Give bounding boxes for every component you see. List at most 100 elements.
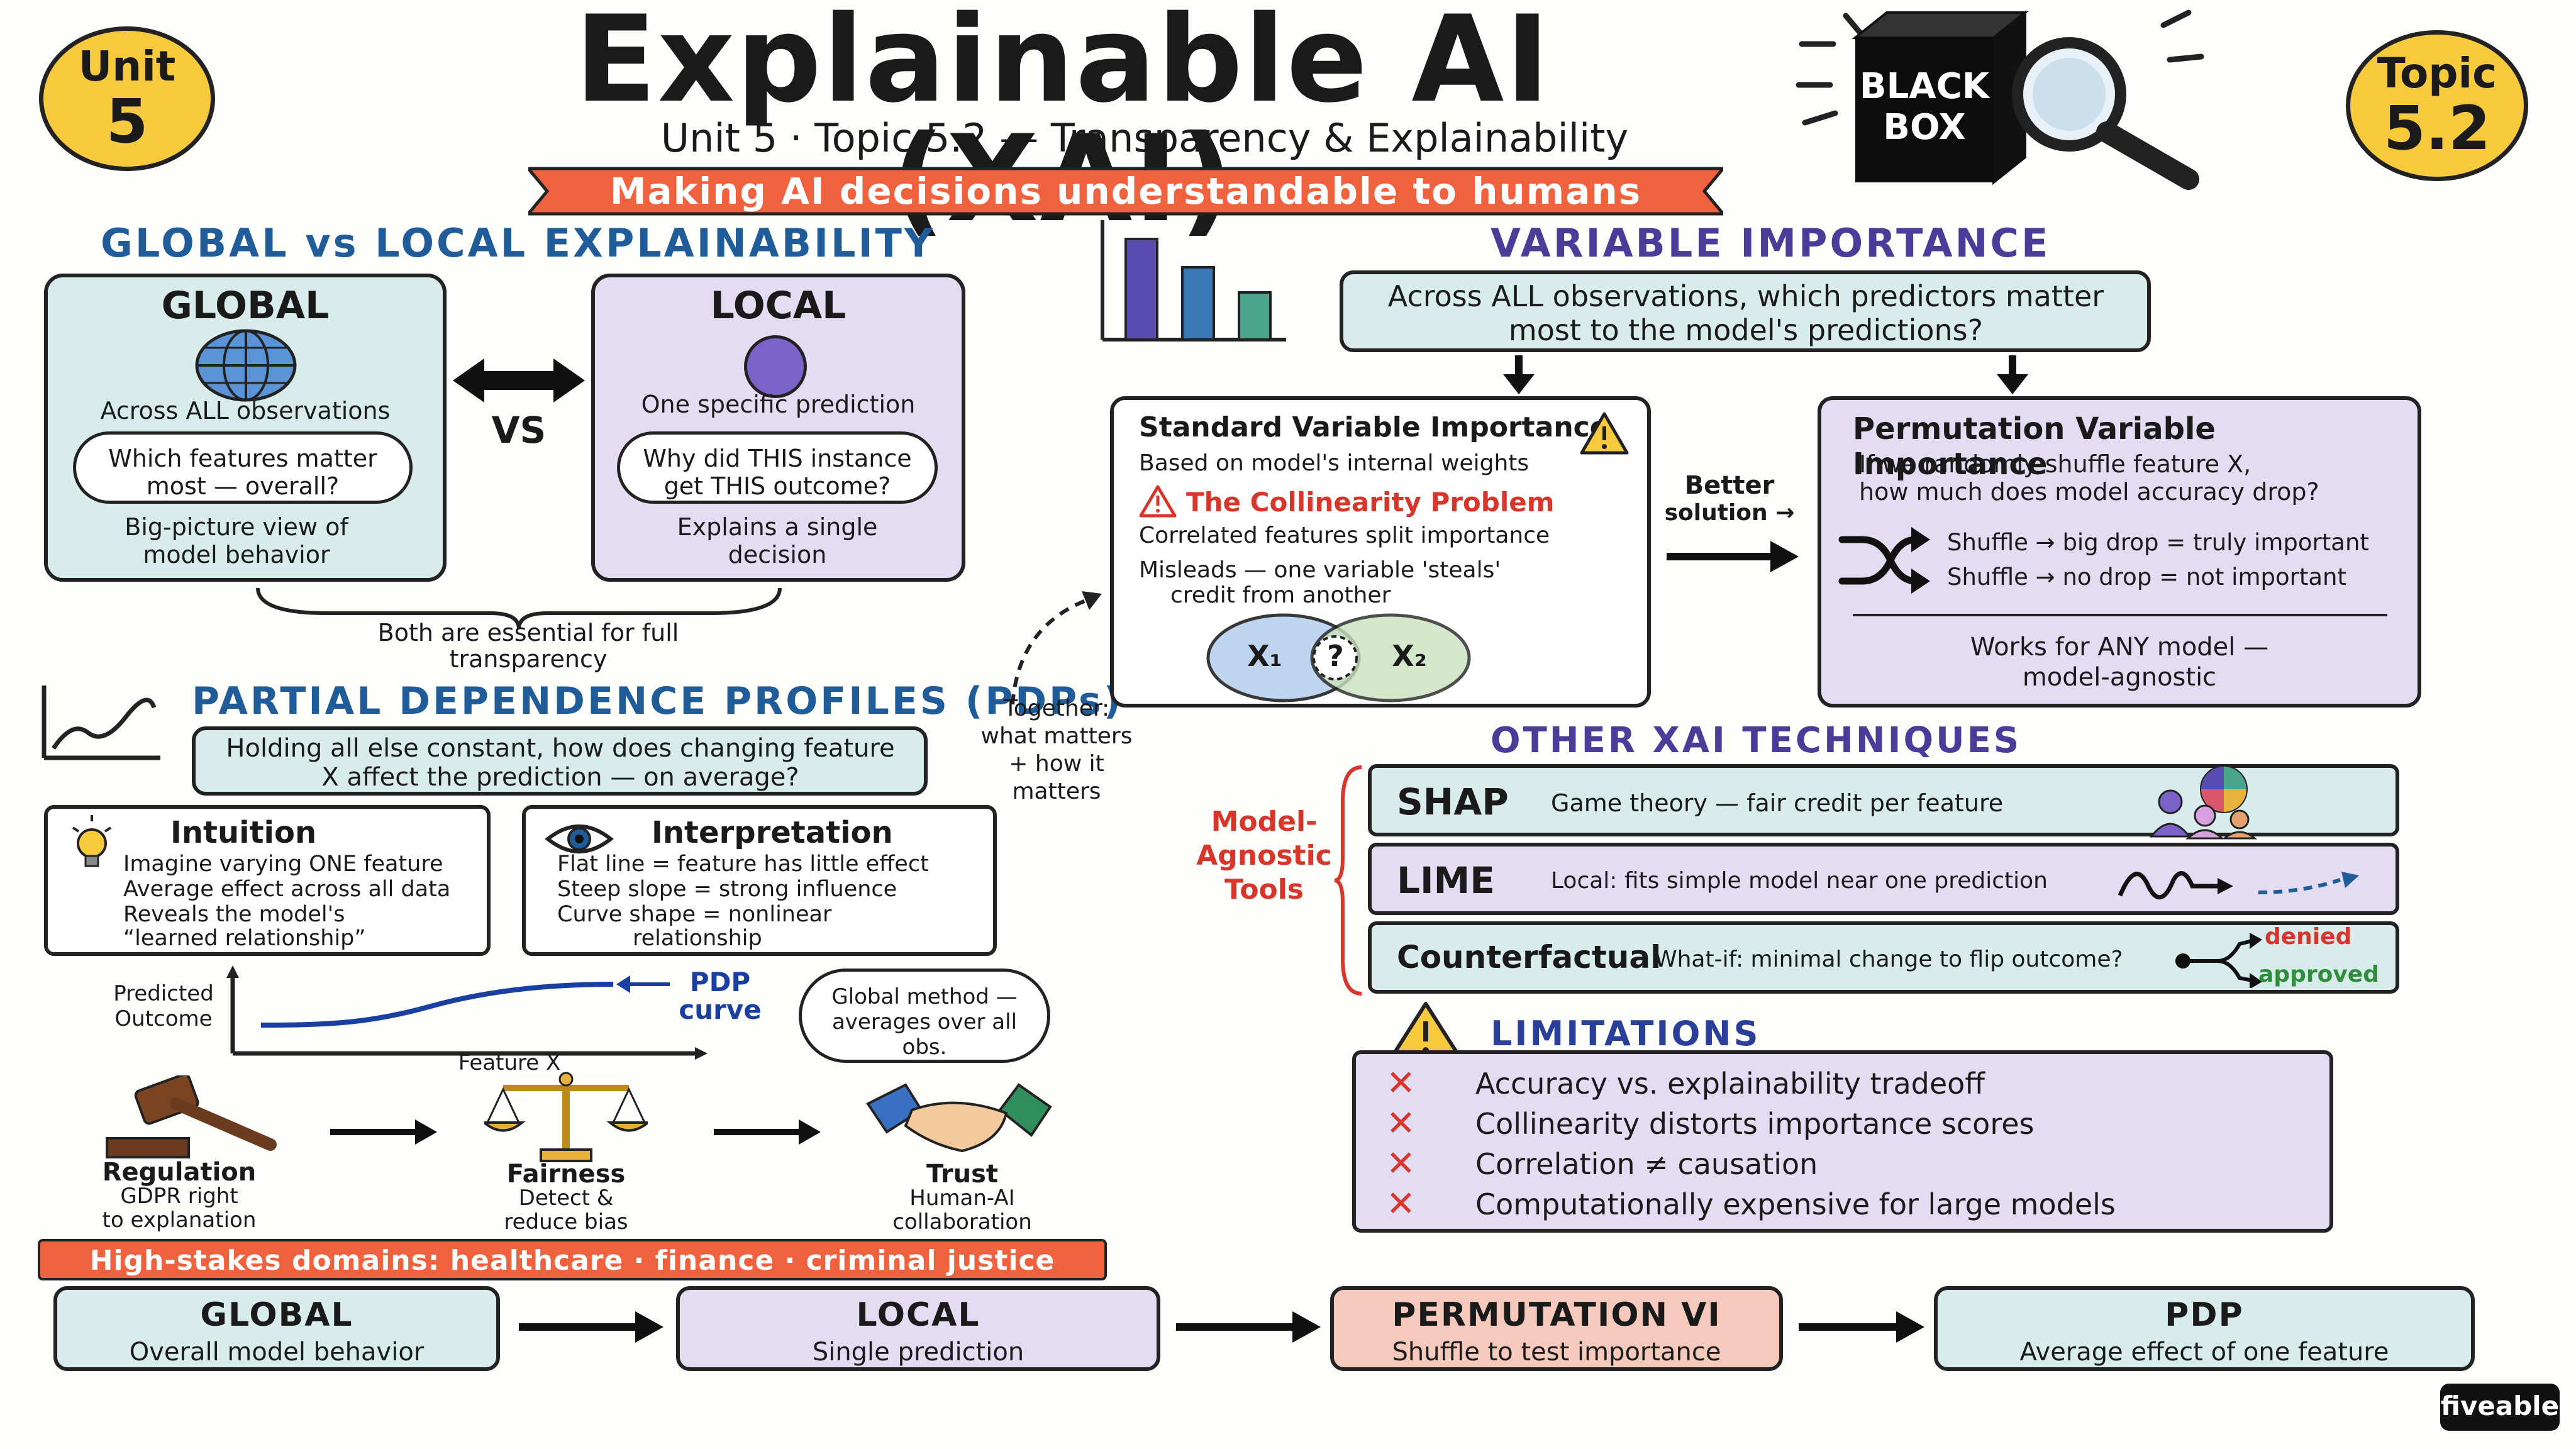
pdp-chart bbox=[226, 965, 708, 1060]
pdp-cloud-note: Global method — averages over all obs. bbox=[799, 969, 1050, 1063]
shuffle-icon bbox=[1838, 527, 1930, 594]
pdp-question-box: Holding all else constant, how does chan… bbox=[192, 726, 928, 796]
model-agnostic-line-1: Model- bbox=[1211, 806, 1318, 838]
vi-question: Across ALL observations, which predictor… bbox=[1387, 279, 2104, 347]
arrow-right-icon-3 bbox=[1667, 541, 1799, 572]
limitation-x-icon-4: ✕ bbox=[1386, 1184, 1416, 1224]
global-scope: Across ALL observations bbox=[100, 397, 391, 425]
warning-icon bbox=[1580, 412, 1629, 455]
venn-overlap: ? bbox=[1327, 639, 1344, 673]
both-note: Both are essential for full transparency bbox=[377, 619, 679, 673]
intuition-line-2: Average effect across all data bbox=[123, 877, 451, 902]
unit-label: Unit bbox=[78, 42, 176, 91]
interpretation-card: Interpretation Flat line = feature has l… bbox=[522, 805, 997, 956]
black-box-line1: BLACK bbox=[1859, 66, 1990, 107]
global-card: GLOBAL Across ALL observations Which fea… bbox=[44, 274, 447, 582]
line-chart-icon bbox=[42, 686, 160, 760]
local-title: LOCAL bbox=[710, 284, 847, 328]
page-subtitle: Unit 5 · Topic 5.2 — Transparency & Expl… bbox=[660, 115, 1629, 161]
arrow-right-icon bbox=[330, 1119, 437, 1145]
flow-pdp-sub: Average effect of one feature bbox=[2019, 1338, 2389, 1367]
limitation-4: Computationally expensive for large mode… bbox=[1475, 1187, 2116, 1221]
interpretation-line-2: Steep slope = strong influence bbox=[557, 877, 897, 902]
limitation-3: Correlation ≠ causation bbox=[1475, 1147, 1818, 1181]
counterfactual-name: Counterfactual bbox=[1397, 939, 1662, 975]
venn-x2: X₂ bbox=[1392, 639, 1427, 673]
standard-vi-sub: Based on model's internal weights bbox=[1139, 450, 1530, 476]
fork-arrow-icon bbox=[2175, 933, 2262, 988]
counterfactual-desc: What-if: minimal change to flip outcome? bbox=[1655, 947, 2123, 972]
lime-card: LIME Local: fits simple model near one p… bbox=[1368, 843, 2399, 915]
eye-icon bbox=[545, 824, 614, 853]
arrow-down-icon-1 bbox=[1503, 355, 1535, 394]
regulation-line-1: GDPR right bbox=[120, 1184, 238, 1209]
together-line-2: what matters bbox=[980, 723, 1133, 749]
shap-card: SHAP Game theory — fair credit per featu… bbox=[1368, 764, 2399, 840]
interpretation-line-1: Flat line = feature has little effect bbox=[557, 852, 929, 877]
lime-name: LIME bbox=[1397, 859, 1495, 902]
intuition-line-3: Reveals the model's bbox=[123, 902, 345, 927]
pdp-curve-label: PDP curve bbox=[660, 969, 780, 1024]
regulation-line-2: to explanation bbox=[102, 1208, 257, 1233]
limitation-2: Collinearity distorts importance scores bbox=[1475, 1107, 2035, 1141]
permutation-vi-title: Permutation Variable Importance bbox=[1853, 411, 2216, 482]
bar-icon-2 bbox=[1181, 266, 1215, 341]
global-question: Which features matter most — overall? bbox=[73, 431, 413, 504]
better-solution: Better solution → bbox=[1654, 472, 1805, 527]
together-arrow bbox=[1011, 591, 1102, 705]
limitation-x-icon-3: ✕ bbox=[1386, 1143, 1416, 1184]
variable-importance-heading: VARIABLE IMPORTANCE bbox=[1491, 220, 2051, 266]
interpretation-line-3: Curve shape = nonlinear bbox=[557, 902, 832, 927]
unit-number: 5 bbox=[106, 86, 148, 157]
flow-permutation-title: PERMUTATION VI bbox=[1392, 1296, 1721, 1334]
standard-vi-card: Standard Variable Importance Based on mo… bbox=[1110, 396, 1651, 708]
flow-local: LOCAL Single prediction bbox=[676, 1286, 1160, 1371]
flow-pdp: PDP Average effect of one feature bbox=[1934, 1286, 2475, 1371]
permutation-result-1: Shuffle → big drop = truly important bbox=[1947, 529, 2369, 556]
trust-line-2: collaboration bbox=[892, 1209, 1032, 1235]
permutation-q-1: If we randomly shuffle feature X, bbox=[1859, 450, 2251, 478]
together-note: Together: what matters + how it matters bbox=[956, 695, 1157, 806]
bar-icon-1 bbox=[1124, 238, 1158, 341]
shap-people-pie-icon bbox=[2149, 765, 2258, 840]
model-agnostic-line-3: Tools bbox=[1224, 874, 1304, 906]
flow-arrow-2 bbox=[1176, 1311, 1321, 1343]
flow-pdp-title: PDP bbox=[2165, 1296, 2244, 1334]
together-line-3: + how it bbox=[1009, 751, 1104, 777]
flow-arrow-3 bbox=[1799, 1311, 1924, 1343]
intuition-line-4: “learned relationship” bbox=[123, 926, 366, 951]
topic-label: Topic bbox=[2377, 49, 2497, 97]
bar-icon-3 bbox=[1238, 291, 1272, 341]
regulation-title: Regulation bbox=[102, 1158, 257, 1187]
model-agnostic-label: Model- Agnostic Tools bbox=[1189, 805, 1340, 907]
scales-icon bbox=[484, 1072, 648, 1162]
globe-icon bbox=[195, 329, 297, 402]
lime-desc: Local: fits simple model near one predic… bbox=[1551, 868, 2048, 894]
unit-badge: Unit 5 bbox=[39, 26, 215, 171]
pdp-curve-label-2: curve bbox=[679, 994, 762, 1025]
trust-line-1: Human-AI bbox=[909, 1185, 1015, 1211]
pdp-x-label: Feature X bbox=[458, 1050, 561, 1075]
trust-block: Trust Human-AI collaboration bbox=[862, 1162, 1063, 1234]
limitation-x-icon-1: ✕ bbox=[1386, 1063, 1416, 1104]
permutation-result-2: Shuffle → no drop = not important bbox=[1947, 564, 2346, 591]
venn-diagram bbox=[1206, 613, 1471, 702]
permutation-note-1: Works for ANY model — bbox=[1970, 633, 2269, 662]
collinearity-title: The Collinearity Problem bbox=[1186, 487, 1555, 518]
lime-wave-arrow-icon bbox=[2118, 871, 2359, 900]
local-card: LOCAL One specific prediction Why did TH… bbox=[591, 274, 965, 582]
denied-label: denied bbox=[2265, 924, 2352, 950]
black-box-graphic bbox=[1796, 9, 2204, 190]
vs-label: VS bbox=[491, 409, 547, 452]
better-line-1: Better bbox=[1684, 471, 1775, 500]
global-title: GLOBAL bbox=[161, 284, 330, 328]
collinearity-line-1: Correlated features split importance bbox=[1139, 523, 1550, 548]
topic-number: 5.2 bbox=[2383, 93, 2491, 164]
flow-permutation-sub: Shuffle to test importance bbox=[1392, 1338, 1721, 1367]
fiveable-logo[interactable]: fiveable bbox=[2440, 1384, 2560, 1431]
flow-permutation: PERMUTATION VI Shuffle to test importanc… bbox=[1330, 1286, 1783, 1371]
flow-arrow-1 bbox=[519, 1311, 663, 1343]
permutation-divider bbox=[1853, 614, 2387, 616]
pdp-y-label-1: Predicted bbox=[113, 981, 214, 1006]
limitations-heading: LIMITATIONS bbox=[1491, 1014, 1761, 1053]
